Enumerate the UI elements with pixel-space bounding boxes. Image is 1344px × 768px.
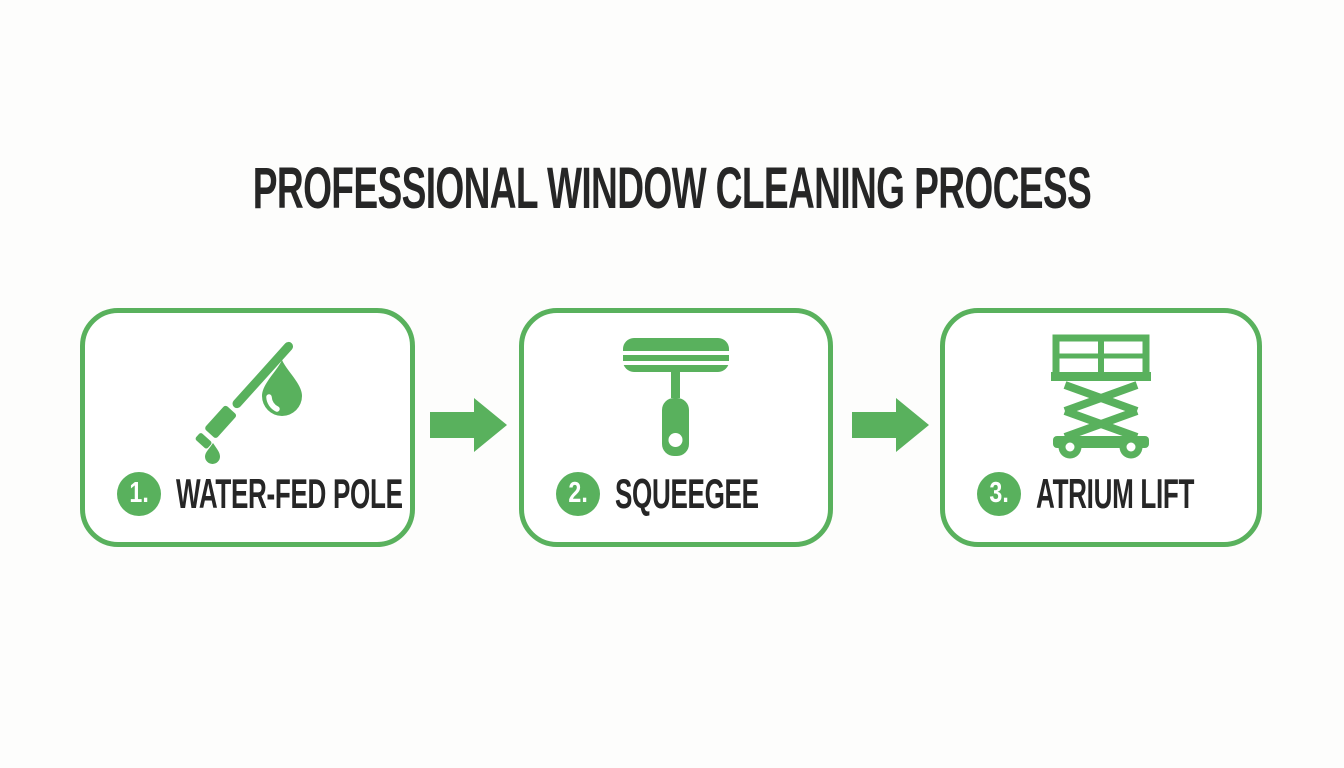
step-2-caption-row: 2. SQUEEGEE (524, 470, 828, 518)
step-2-number-badge: 2. (556, 472, 600, 516)
step-2-label: SQUEEGEE (615, 470, 759, 517)
step-3-number: 3. (989, 476, 1009, 509)
step-2-icon-area (524, 313, 828, 470)
step-1-caption-row: 1. WATER-FED POLE (85, 470, 410, 518)
step-1-number-badge: 1. (117, 472, 161, 516)
right-arrow-icon (430, 398, 507, 452)
step-1-icon-area (85, 313, 410, 470)
step-3-icon-area (945, 313, 1257, 470)
step-card-water-fed-pole: 1. WATER-FED POLE (80, 308, 415, 547)
step-3-number-badge: 3. (977, 472, 1021, 516)
right-arrow-icon (852, 398, 929, 452)
squeegee-icon (620, 337, 732, 456)
step-card-atrium-lift: 3. ATRIUM LIFT (940, 308, 1262, 547)
step-2-number: 2. (568, 476, 588, 509)
step-card-squeegee: 2. SQUEEGEE (519, 308, 833, 547)
flow-arrow-1 (430, 396, 508, 454)
flow-arrow-2 (852, 396, 930, 454)
title-row: PROFESSIONAL WINDOW CLEANING PROCESS (0, 160, 1344, 218)
page-title: PROFESSIONAL WINDOW CLEANING PROCESS (252, 156, 1092, 221)
step-3-label: ATRIUM LIFT (1036, 470, 1195, 517)
step-3-caption-row: 3. ATRIUM LIFT (945, 470, 1257, 518)
atrium-lift-icon (1051, 334, 1151, 459)
step-1-label: WATER-FED POLE (176, 470, 403, 517)
step-1-number: 1. (129, 476, 149, 509)
water-fed-pole-icon (195, 341, 302, 464)
